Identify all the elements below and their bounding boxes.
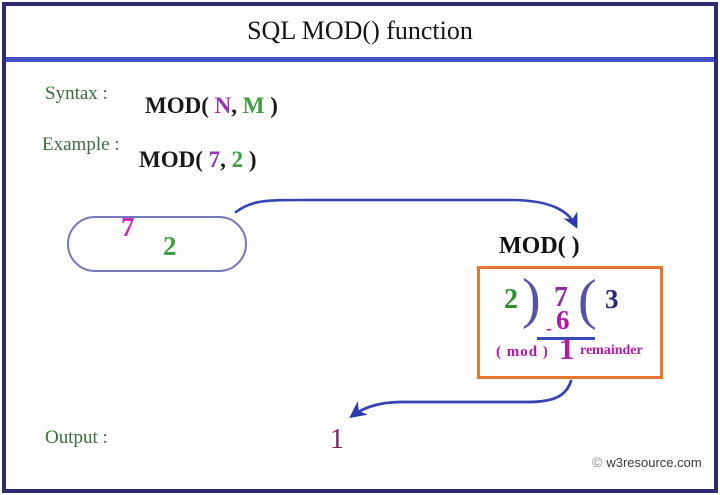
division-remainder-label: remainder [580, 343, 643, 358]
pill-value-m: 2 [163, 231, 177, 261]
syntax-arg-n: N [214, 93, 232, 118]
copyright-icon: © [592, 454, 603, 470]
mod-function-call: MOD( ) [499, 233, 580, 259]
example-arg-n: 7 [208, 147, 221, 172]
example-comma: , [220, 147, 232, 172]
page-title: SQL MOD() function [247, 16, 473, 45]
division-divisor: 2 [504, 284, 518, 315]
title-divider [6, 57, 714, 62]
arguments-pill: 7 2 [67, 212, 247, 272]
watermark-text: w3resource.com [606, 454, 702, 470]
example-label: Example : [42, 134, 120, 155]
output-value: 1 [330, 424, 344, 455]
example-suffix: ) [243, 147, 257, 172]
division-subtracted: 6 [556, 305, 570, 335]
division-open-paren: ) [522, 268, 541, 330]
division-close-paren: ( [578, 269, 597, 331]
division-mod-label: ( mod ) [496, 344, 549, 360]
example-arg-m: 2 [231, 147, 244, 172]
output-label: Output : [45, 427, 108, 448]
syntax-suffix: ) [264, 93, 278, 118]
syntax-prefix: MOD( [145, 93, 215, 118]
division-rule-line [537, 337, 595, 340]
division-quotient: 3 [605, 284, 619, 314]
division-minus-sign: - [546, 318, 552, 338]
division-box: 2 ) 7 ( 3 - 6 ( mod ) 1 remainder [477, 266, 663, 379]
syntax-label: Syntax : [45, 83, 108, 104]
division-dividend: 7 [554, 282, 568, 313]
example-expression: MOD( 7, 2 ) [139, 147, 257, 173]
example-prefix: MOD( [139, 147, 209, 172]
syntax-expression: MOD( N, M ) [145, 93, 278, 119]
pill-value-n: 7 [121, 212, 135, 242]
division-remainder-value: 1 [559, 331, 575, 366]
syntax-comma: , [231, 93, 243, 118]
syntax-arg-m: M [242, 93, 265, 118]
watermark: © w3resource.com [592, 454, 702, 470]
